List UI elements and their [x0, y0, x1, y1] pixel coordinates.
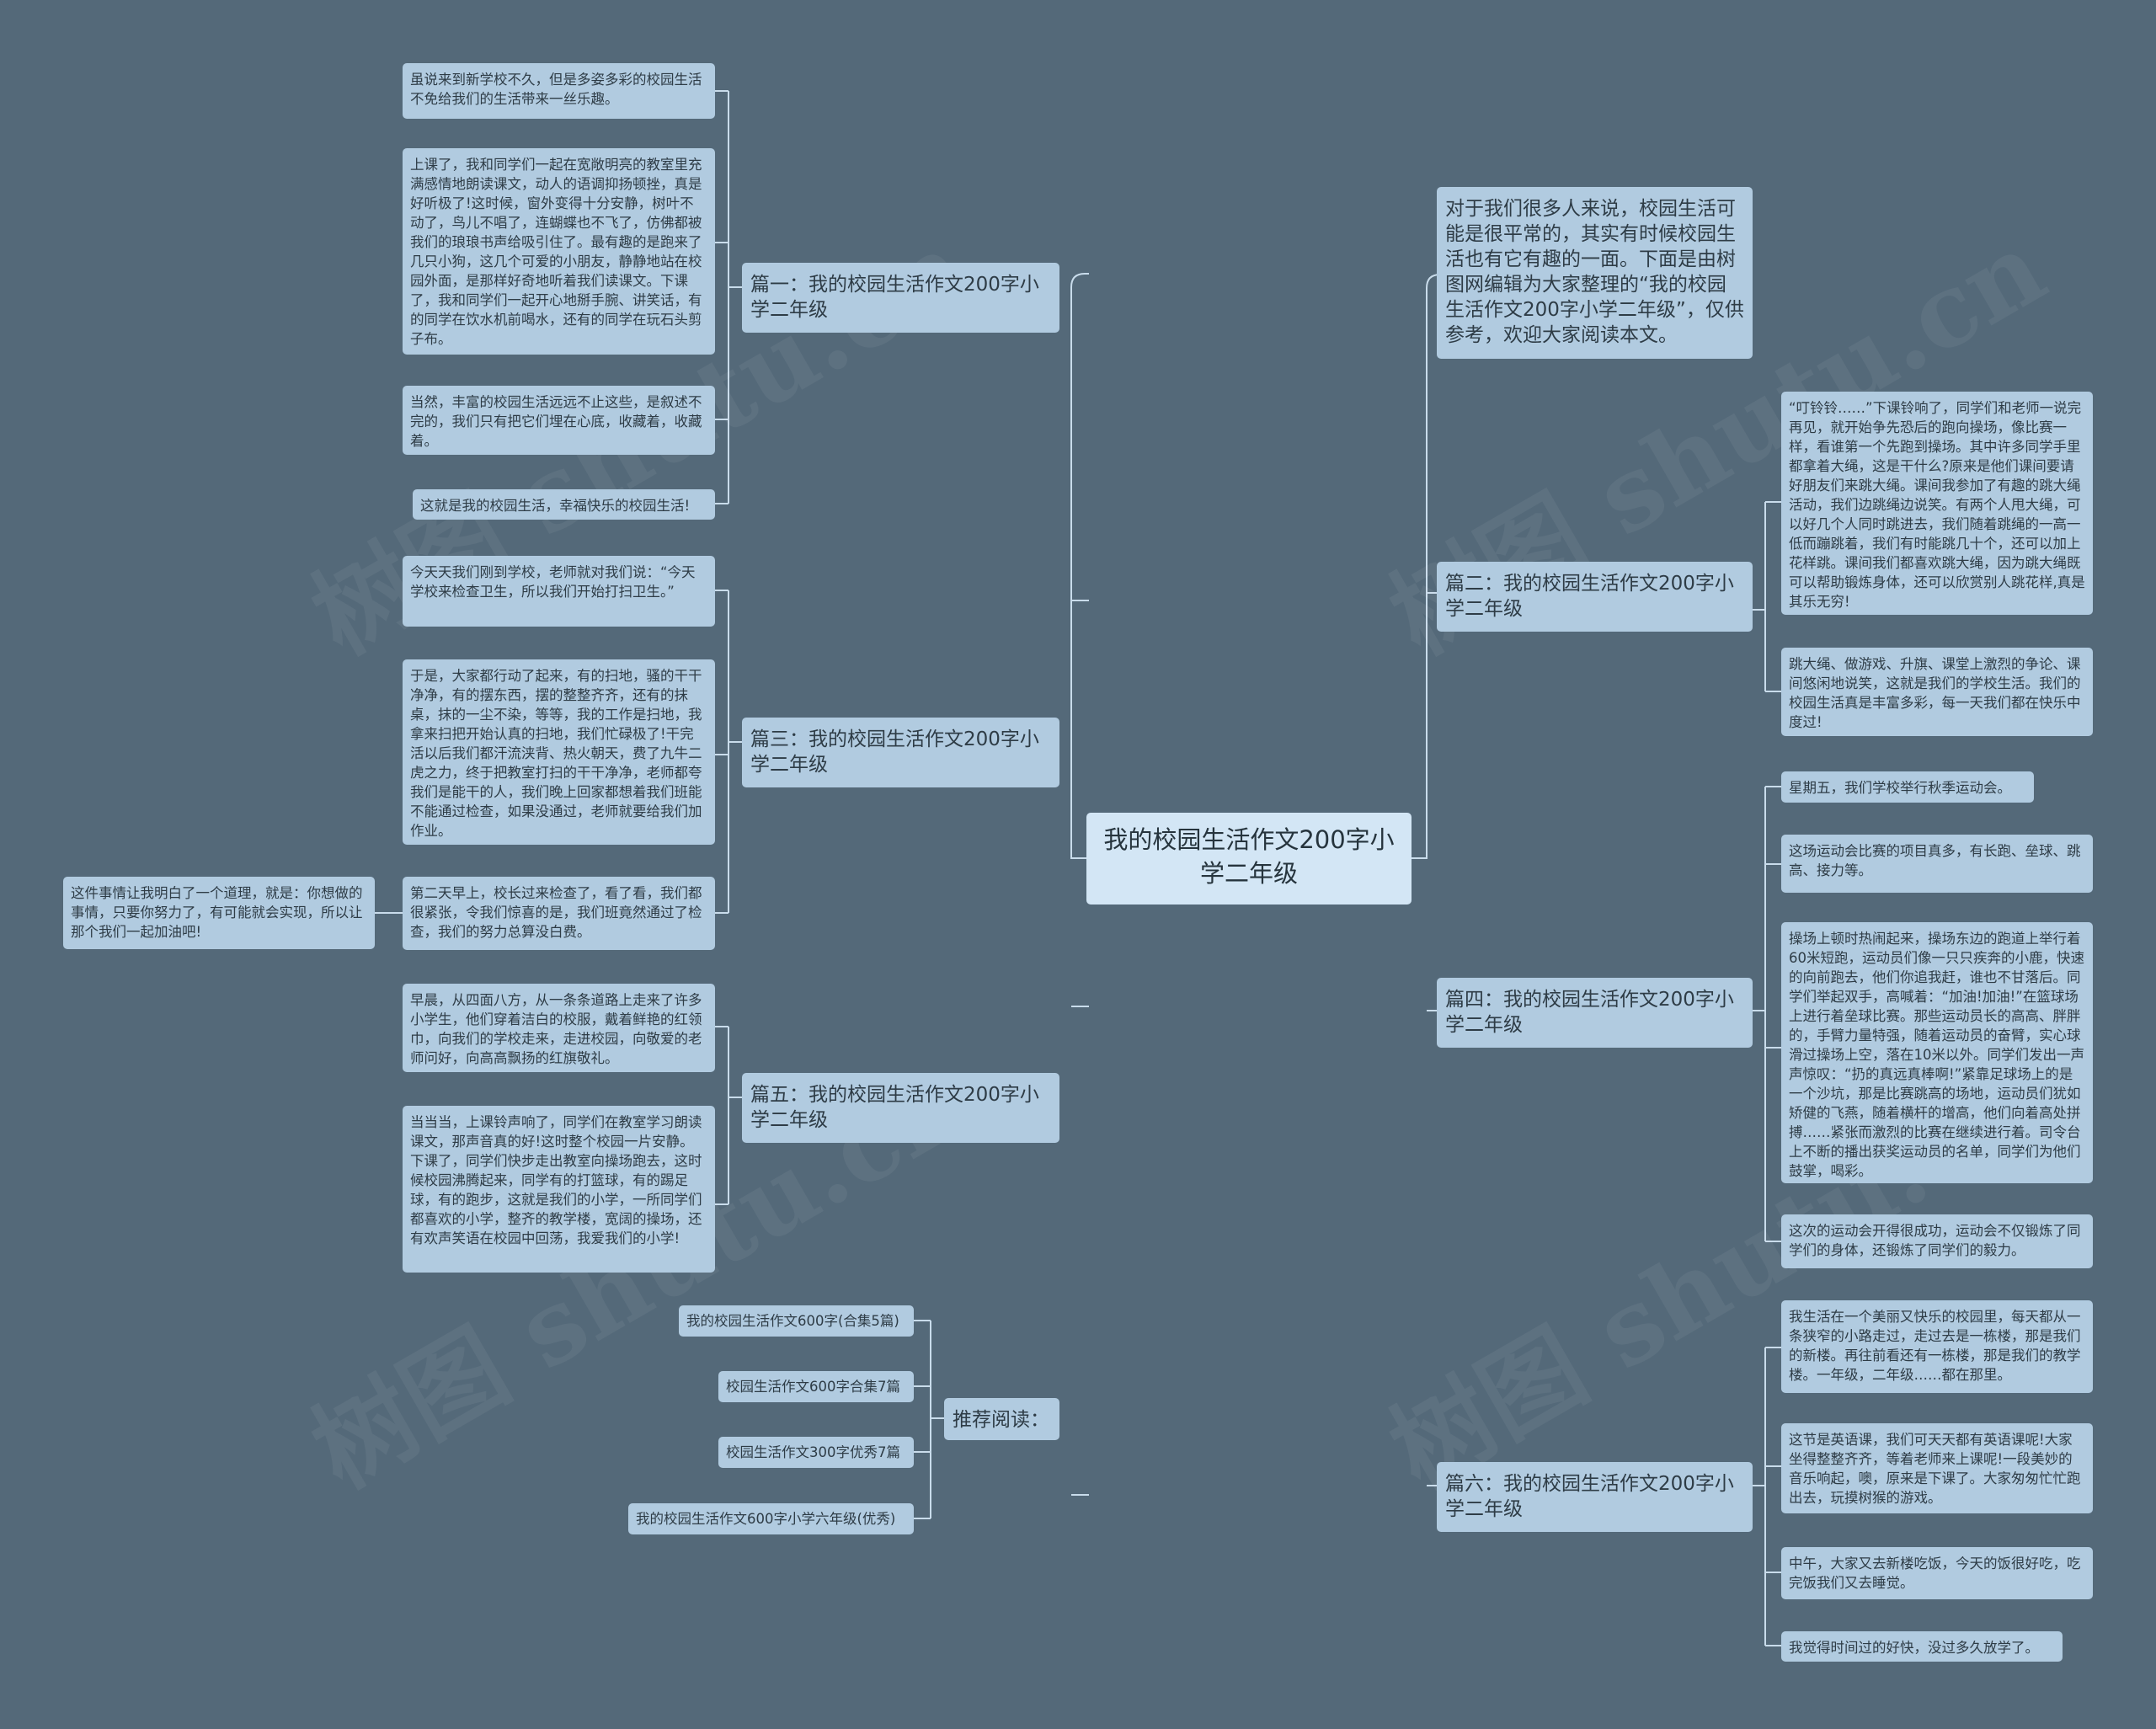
branch-part-4[interactable]: 篇四：我的校园生活作文200字小学二年级 — [1437, 978, 1753, 1048]
leaf-part-2-1[interactable]: “叮铃铃……”下课铃响了，同学们和老师一说完再见，就开始争先恐后的跑向操场，像比… — [1781, 392, 2093, 615]
recommended-link[interactable]: 校园生活作文600字合集7篇 — [718, 1371, 914, 1402]
branch-recommended[interactable]: 推荐阅读： — [944, 1398, 1059, 1440]
leaf-part-4-2[interactable]: 这场运动会比赛的项目真多，有长跑、垒球、跳高、接力等。 — [1781, 835, 2093, 893]
leaf-part-6-4[interactable]: 我觉得时间过的好快，没过多久放学了。 — [1781, 1631, 2063, 1662]
recommended-link[interactable]: 校园生活作文300字优秀7篇 — [718, 1437, 914, 1468]
leaf-part-4-1[interactable]: 星期五，我们学校举行秋季运动会。 — [1781, 771, 2034, 803]
branch-part-3[interactable]: 篇三：我的校园生活作文200字小学二年级 — [742, 718, 1059, 787]
intro-summary[interactable]: 对于我们很多人来说，校园生活可能是很平常的，其实有时候校园生活也有它有趣的一面。… — [1437, 187, 1753, 359]
branch-part-1[interactable]: 篇一：我的校园生活作文200字小学二年级 — [742, 263, 1059, 333]
recommended-link[interactable]: 我的校园生活作文600字(合集5篇) — [679, 1305, 914, 1337]
leaf-part-3-sub[interactable]: 这件事情让我明白了一个道理，就是：你想做的事情，只要你努力了，有可能就会实现，所… — [63, 877, 375, 949]
branch-part-6[interactable]: 篇六：我的校园生活作文200字小学二年级 — [1437, 1462, 1753, 1532]
leaf-part-5-1[interactable]: 早晨，从四面八方，从一条条道路上走来了许多小学生，他们穿着洁白的校服，戴着鲜艳的… — [403, 984, 715, 1072]
leaf-part-4-4[interactable]: 这次的运动会开得很成功，运动会不仅锻炼了同学们的身体，还锻炼了同学们的毅力。 — [1781, 1214, 2093, 1268]
leaf-part-1-2[interactable]: 上课了，我和同学们一起在宽敞明亮的教室里充满感情地朗读课文，动人的语调抑扬顿挫，… — [403, 148, 715, 355]
leaf-part-6-2[interactable]: 这节是英语课，我们可天天都有英语课呢!大家坐得整整齐齐，等着老师来上课呢!一段美… — [1781, 1423, 2093, 1513]
leaf-part-1-3[interactable]: 当然，丰富的校园生活远远不止这些，是叙述不完的，我们只有把它们埋在心底，收藏着，… — [403, 386, 715, 455]
leaf-part-6-3[interactable]: 中午，大家又去新楼吃饭，今天的饭很好吃，吃完饭我们又去睡觉。 — [1781, 1547, 2093, 1599]
root-topic[interactable]: 我的校园生活作文200字小学二年级 — [1086, 813, 1412, 905]
leaf-part-3-3[interactable]: 第二天早上，校长过来检查了，看了看，我们都很紧张，令我们惊喜的是，我们班竟然通过… — [403, 877, 715, 950]
leaf-part-3-1[interactable]: 今天天我们刚到学校，老师就对我们说：“今天学校来检查卫生，所以我们开始打扫卫生。… — [403, 556, 715, 627]
leaf-part-2-2[interactable]: 跳大绳、做游戏、升旗、课堂上激烈的争论、课间悠闲地说笑，这就是我们的学校生活。我… — [1781, 648, 2093, 736]
leaf-part-1-4[interactable]: 这就是我的校园生活，幸福快乐的校园生活! — [413, 489, 715, 520]
leaf-part-5-2[interactable]: 当当当，上课铃声响了，同学们在教室学习朗读课文，那声音真的好!这时整个校园一片安… — [403, 1106, 715, 1273]
branch-part-2[interactable]: 篇二：我的校园生活作文200字小学二年级 — [1437, 562, 1753, 632]
branch-part-5[interactable]: 篇五：我的校园生活作文200字小学二年级 — [742, 1073, 1059, 1143]
recommended-link[interactable]: 我的校园生活作文600字小学六年级(优秀) — [628, 1503, 914, 1534]
leaf-part-3-2[interactable]: 于是，大家都行动了起来，有的扫地，骚的干干净净，有的摆东西，摆的整整齐齐，还有的… — [403, 659, 715, 845]
leaf-part-6-1[interactable]: 我生活在一个美丽又快乐的校园里，每天都从一条狭窄的小路走过，走过去是一栋楼，那是… — [1781, 1300, 2093, 1393]
leaf-part-1-1[interactable]: 虽说来到新学校不久，但是多姿多彩的校园生活不免给我们的生活带来一丝乐趣。 — [403, 63, 715, 119]
leaf-part-4-3[interactable]: 操场上顿时热闹起来，操场东边的跑道上举行着60米短跑，运动员们像一只只疾奔的小鹿… — [1781, 922, 2093, 1183]
